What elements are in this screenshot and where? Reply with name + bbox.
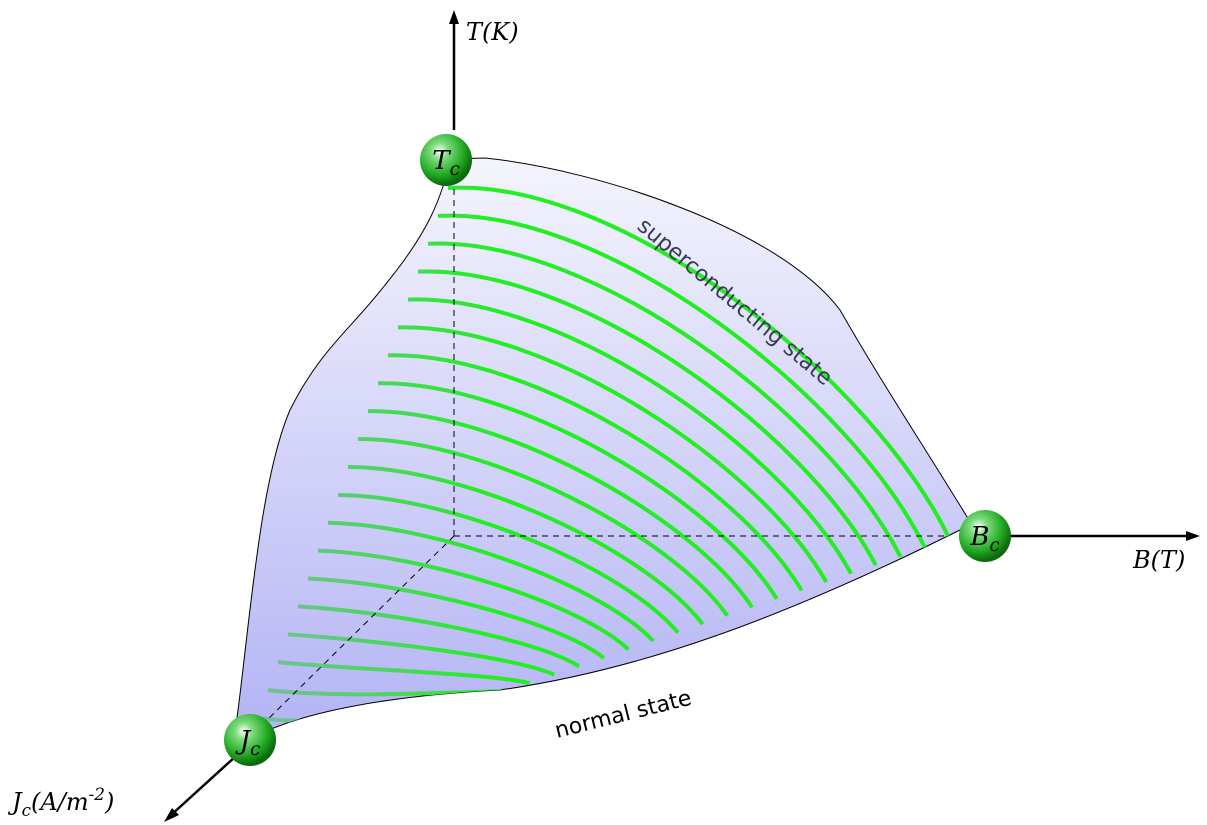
node-critical-current: Jc bbox=[224, 714, 276, 766]
contour-line bbox=[327, 520, 655, 643]
contour-line bbox=[357, 437, 730, 617]
contour-line bbox=[447, 185, 952, 541]
axis-arrowheads bbox=[164, 10, 1200, 822]
contour-line bbox=[337, 492, 680, 634]
current-axis bbox=[169, 755, 237, 817]
contour-line bbox=[297, 604, 581, 669]
contour-line bbox=[317, 548, 630, 651]
axes bbox=[169, 22, 1190, 817]
axis-label-current: Jc(A/m-2) bbox=[7, 784, 114, 820]
contour-line bbox=[407, 297, 853, 575]
axis-label-temperature: T(K) bbox=[466, 18, 519, 46]
contour-line bbox=[397, 325, 829, 584]
hidden-axes bbox=[261, 185, 945, 726]
contour-line bbox=[277, 660, 530, 686]
node-critical-field: Bc bbox=[959, 510, 1011, 562]
contour-lines bbox=[257, 185, 952, 723]
contour-line bbox=[427, 241, 903, 558]
region-label-normal: normal state bbox=[552, 686, 694, 744]
arrow-down-left-icon bbox=[164, 808, 179, 822]
arrow-right-icon bbox=[1186, 531, 1200, 541]
svg-text:Bc: Bc bbox=[969, 522, 999, 556]
contour-line bbox=[417, 269, 878, 567]
contour-line bbox=[387, 353, 804, 592]
contour-line bbox=[377, 381, 779, 600]
contour-line bbox=[367, 409, 754, 609]
svg-text:Tc: Tc bbox=[432, 146, 460, 180]
svg-text:Jc: Jc bbox=[235, 726, 261, 760]
contour-line bbox=[347, 464, 705, 626]
contour-line bbox=[307, 576, 605, 660]
arrow-up-icon bbox=[449, 10, 459, 24]
node-critical-temperature: Tc bbox=[420, 134, 472, 186]
contour-line bbox=[437, 213, 928, 550]
axis-label-field: B(T) bbox=[1132, 546, 1185, 574]
contour-line bbox=[287, 632, 556, 677]
